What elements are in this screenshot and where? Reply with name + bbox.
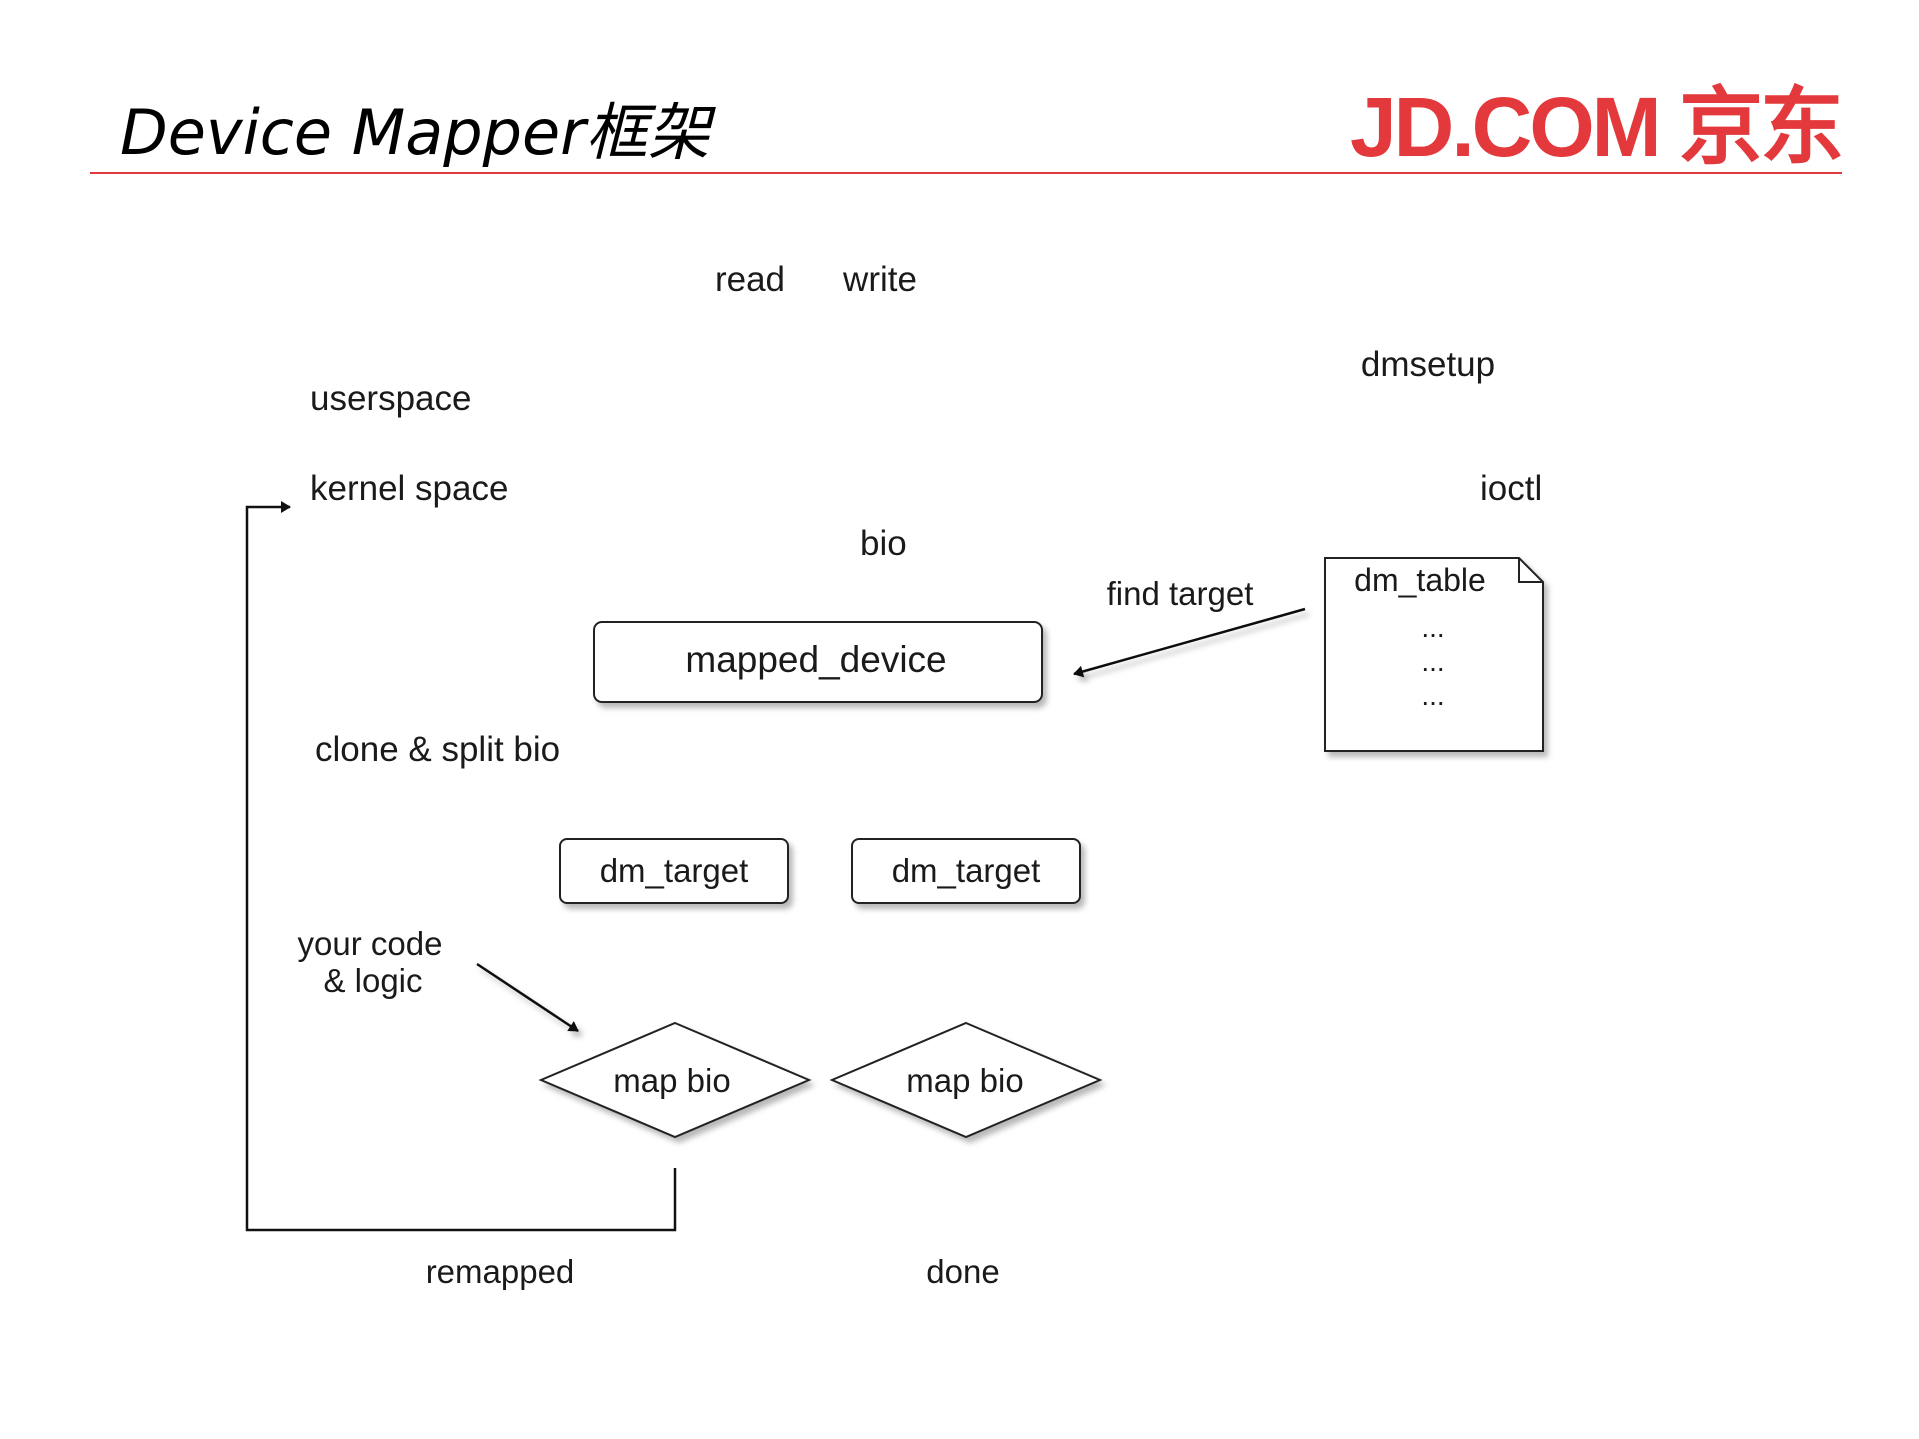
label-kernel-space: kernel space xyxy=(310,469,508,508)
dm-table-document xyxy=(1324,557,1544,752)
dm-table-row-3: ... xyxy=(1421,680,1444,711)
dm-table-row-2: ... xyxy=(1421,646,1444,677)
label-remapped: remapped xyxy=(426,1253,575,1290)
map-bio-right-label: map bio xyxy=(906,1062,1023,1099)
mapped-device-label: mapped_device xyxy=(685,639,946,680)
label-your-code: your code xyxy=(298,925,443,962)
header-divider xyxy=(90,172,1842,174)
dm-target-left-label: dm_target xyxy=(600,852,749,889)
jd-logo: JD.COM 京东 xyxy=(1349,80,1844,174)
map-bio-left-diamond xyxy=(538,1021,812,1139)
dm-table-page-fold xyxy=(1518,558,1543,583)
slide-title: Device Mapper框架 xyxy=(120,96,710,169)
label-done: done xyxy=(926,1253,999,1290)
dm-target-right-label: dm_target xyxy=(892,852,1041,889)
label-find-target: find target xyxy=(1107,575,1254,612)
label-read: read xyxy=(715,260,785,299)
label-write: write xyxy=(842,260,917,299)
label-clone-split-bio: clone & split bio xyxy=(315,730,560,769)
label-userspace: userspace xyxy=(310,379,471,418)
dm-table-row-1: ... xyxy=(1421,612,1444,643)
label-ioctl: ioctl xyxy=(1480,469,1542,508)
arrow-your-code xyxy=(476,962,579,1033)
dm-target-left-box xyxy=(559,838,789,904)
label-and-logic: & logic xyxy=(323,962,422,999)
dm-table-label: dm_table xyxy=(1354,562,1486,598)
label-dmsetup: dmsetup xyxy=(1361,345,1495,384)
arrow-find-target xyxy=(1073,607,1306,678)
dm-target-right-box xyxy=(851,838,1081,904)
label-bio: bio xyxy=(860,524,907,563)
map-bio-right-diamond xyxy=(829,1021,1103,1139)
arrow-remap-loop xyxy=(245,501,677,1232)
mapped-device-box xyxy=(593,621,1043,703)
map-bio-left-label: map bio xyxy=(613,1062,730,1099)
